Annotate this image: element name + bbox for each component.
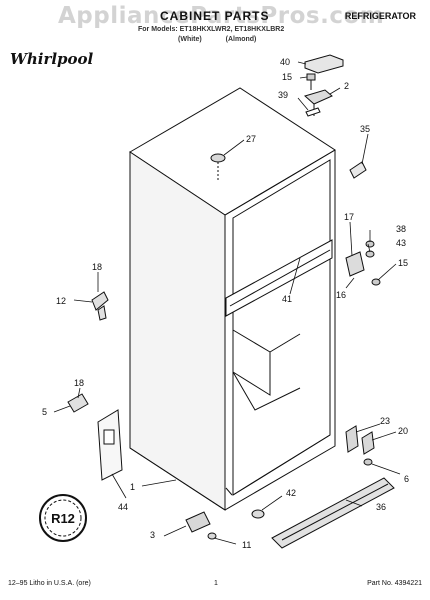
- color-labels: (White) (Almond): [178, 36, 278, 43]
- callout-43: 43: [396, 238, 406, 248]
- callout-18b: 18: [74, 378, 84, 388]
- callout-16: 16: [336, 290, 346, 300]
- r12-badge: [39, 494, 87, 542]
- watermark-text: AppliancePartsPros.com: [58, 3, 385, 29]
- hinge-pin-parts: [365, 240, 381, 286]
- callout-44: 44: [118, 502, 128, 512]
- category-label: REFRIGERATOR: [344, 11, 416, 21]
- models-line: For Models: ET18HKXLWR2, ET18HKXLBR2: [138, 26, 285, 33]
- callout-27: 27: [246, 134, 256, 144]
- toe-grille-bracket-part: [345, 425, 375, 455]
- screw-part: [306, 73, 316, 90]
- callout-6: 6: [404, 474, 409, 484]
- callout-3: 3: [150, 530, 155, 540]
- center-hinge-part: [345, 251, 365, 277]
- callout-39: 39: [278, 90, 288, 100]
- callout-15b: 15: [398, 258, 408, 268]
- side-panel-part: [97, 409, 123, 481]
- callout-41: 41: [282, 294, 292, 304]
- callout-35: 35: [360, 124, 370, 134]
- footer-litho-text: 12–95 Litho in U.S.A. (ore): [8, 580, 91, 587]
- callout-17: 17: [344, 212, 354, 222]
- callout-18: 18: [92, 262, 102, 272]
- left-hinge-part: [91, 291, 109, 321]
- toe-grille-part: [271, 477, 395, 549]
- lower-bracket-part: [67, 393, 89, 413]
- cabinet-body: [129, 87, 336, 511]
- bottom-hinge-part: [185, 511, 217, 540]
- color-label-almond: (Almond): [225, 36, 257, 43]
- callout-20: 20: [398, 426, 408, 436]
- hinge-cover-part: [304, 54, 344, 74]
- hinge-shim-part: [305, 107, 321, 117]
- callout-12: 12: [56, 296, 66, 306]
- callout-11: 11: [242, 540, 251, 550]
- color-label-white: (White): [178, 36, 202, 43]
- footer-part-number: Part No. 4394221: [367, 580, 422, 587]
- leveling-screw-part: [363, 458, 373, 466]
- footer-page-number: 1: [214, 580, 218, 587]
- callout-38: 38: [396, 224, 406, 234]
- brand-logo: Whirlpool: [10, 50, 94, 68]
- callout-labels: 40 2 15 39 35 27 17 38 43 15 18 16 41 12…: [42, 57, 409, 550]
- callout-23: 23: [380, 416, 390, 426]
- bracket-part: [349, 161, 367, 179]
- callout-2: 2: [344, 81, 349, 91]
- callout-15: 15: [282, 72, 292, 82]
- diagram-title: CABINET PARTS: [160, 9, 270, 23]
- plug-button-part: [210, 153, 226, 180]
- leader-lines: [53, 61, 401, 545]
- r12-badge-text: R12: [51, 511, 75, 526]
- spacer-part: [251, 509, 265, 519]
- callout-1: 1: [130, 482, 135, 492]
- callout-42: 42: [286, 488, 296, 498]
- callout-5: 5: [42, 407, 47, 417]
- callout-40: 40: [280, 57, 290, 67]
- callout-36: 36: [376, 502, 386, 512]
